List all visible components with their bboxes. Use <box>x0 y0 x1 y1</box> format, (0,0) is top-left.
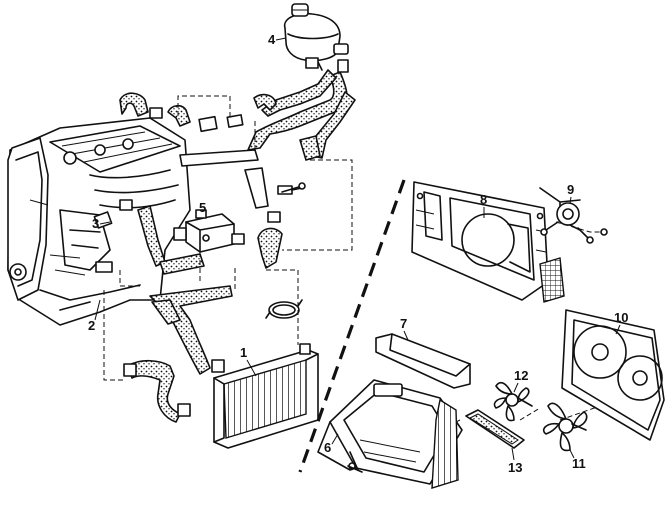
callout-6: 6 <box>324 440 331 455</box>
grille-insert <box>539 257 565 303</box>
callout-3: 3 <box>92 216 99 231</box>
section-divider <box>298 179 406 473</box>
callout-labels: 1 2 3 4 5 6 7 8 9 10 11 12 13 <box>88 32 628 475</box>
callout-8: 8 <box>480 192 487 207</box>
air-duct-upper <box>375 333 471 389</box>
callout-4: 4 <box>268 32 276 47</box>
callout-13: 13 <box>508 460 522 475</box>
fan-small <box>493 381 533 422</box>
engine-block <box>7 117 191 326</box>
fan-mounting-frame <box>465 409 525 449</box>
callout-7: 7 <box>400 316 407 331</box>
coolant-distributor-housing <box>173 209 245 253</box>
expansion-tank <box>283 3 349 71</box>
callout-9: 9 <box>567 182 574 197</box>
radiator <box>213 343 319 449</box>
callout-12: 12 <box>514 368 528 383</box>
callout-10: 10 <box>614 310 628 325</box>
hose-clamp <box>265 299 303 319</box>
air-intake-housing <box>317 379 463 489</box>
fan-large <box>542 402 588 452</box>
callout-5: 5 <box>199 200 206 215</box>
radiator-support-panel <box>411 181 549 301</box>
callout-1: 1 <box>240 345 247 360</box>
coolant-hoses <box>119 69 356 423</box>
callout-11: 11 <box>572 456 586 471</box>
callout-2: 2 <box>88 318 95 333</box>
screws <box>281 182 363 473</box>
pipe-fittings <box>123 57 349 417</box>
fan-shroud <box>561 309 665 441</box>
